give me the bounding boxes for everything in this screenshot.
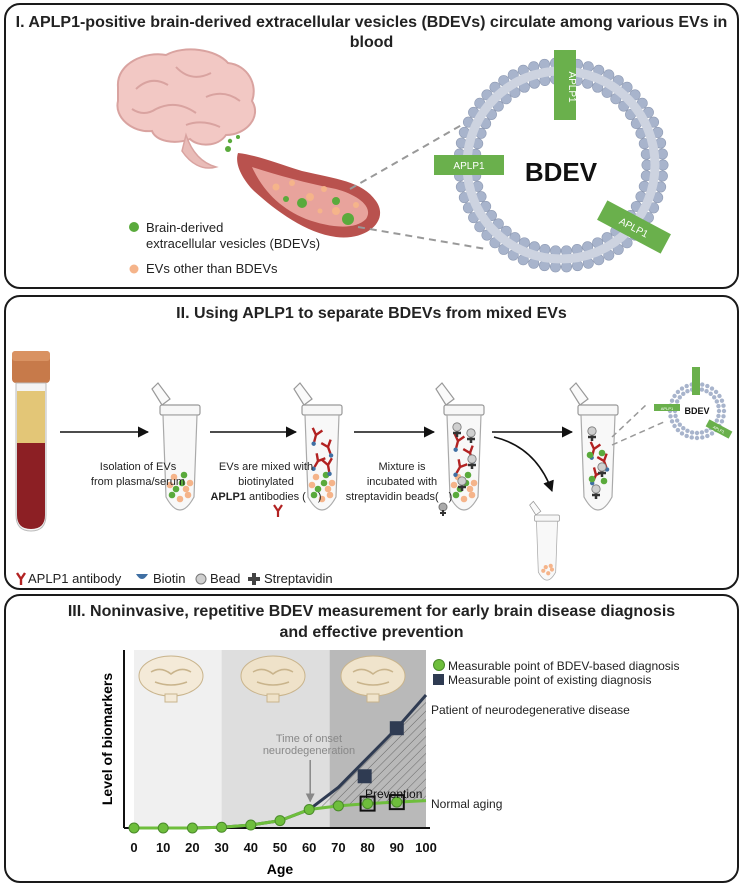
- brain-section-icon-3: [340, 655, 406, 703]
- biomarker-chart: 0 10 20 30 40 50 60 70 80 90 100 Level of biomarke…: [99, 650, 679, 877]
- x-tick-label: 90: [390, 840, 404, 855]
- existing-point: [389, 721, 404, 736]
- bdev-point: [303, 804, 315, 816]
- legend-bdev-line1: Brain-derived: [146, 220, 224, 235]
- antibody-inline-icon: [273, 504, 283, 517]
- aplp1-protein-left: APLP1: [434, 155, 504, 175]
- x-tick-label: 100: [415, 840, 437, 855]
- panel-3-title-line1: III. Noninvasive, repetitive BDEV measur…: [67, 603, 676, 620]
- bdev-point: [391, 796, 403, 808]
- x-tick-label: 80: [360, 840, 374, 855]
- legend-ev-text: EVs other than BDEVs: [146, 261, 278, 276]
- legend-bead-icon: [195, 573, 207, 585]
- tube-evs-beads: [435, 382, 485, 511]
- legend-biotin-icon: [136, 574, 148, 579]
- x-tick-label: 60: [302, 840, 316, 855]
- tube-evs: [151, 382, 201, 511]
- x-axis-label: Age: [267, 861, 294, 877]
- bdev-point: [186, 822, 198, 834]
- tube-captured-bdevs: [569, 382, 619, 511]
- blood-tube-icon: [12, 351, 50, 532]
- bdev-point: [274, 815, 286, 827]
- legend-bdev-dot: [433, 659, 445, 671]
- svg-text:APLP1: APLP1: [453, 161, 485, 172]
- x-tick-label: 40: [244, 840, 258, 855]
- aplp1-small-top: [692, 367, 700, 395]
- blood-vessel-icon: [237, 153, 381, 238]
- legend-streptavidin-label: Streptavidin: [264, 571, 333, 586]
- svg-text:APLP1: APLP1: [712, 424, 726, 435]
- bdev-label: BDEV: [525, 157, 598, 187]
- panel-1-title: I. APLP1-positive brain-derived extracel…: [15, 14, 728, 51]
- legend-existing-square: [433, 674, 444, 685]
- aplp1-small-left: APLP1: [654, 404, 680, 411]
- panel-3-title-line2: and effective prevention: [279, 624, 464, 641]
- tube-supernatant: [529, 500, 560, 581]
- brain-section-icon-2: [240, 655, 306, 703]
- prevention-label: Prevention: [365, 787, 422, 801]
- bdev-point: [362, 798, 374, 810]
- onset-label-line1: Time of onset: [276, 733, 342, 745]
- aplp1-protein-bottom-right: APLP1: [597, 200, 671, 254]
- legend-antibody-label: APLP1 antibody: [28, 571, 122, 586]
- bdev-point: [157, 822, 169, 834]
- patient-label: Patient of neurodegenerative disease: [431, 703, 630, 717]
- x-tick-label: 0: [130, 840, 137, 855]
- onset-label-line2: neurodegeneration: [263, 745, 355, 757]
- legend-existing-label: Measurable point of existing diagnosis: [448, 673, 651, 687]
- x-tick-label: 70: [331, 840, 345, 855]
- x-tick-label: 50: [273, 840, 287, 855]
- x-tick-label: 30: [214, 840, 228, 855]
- aplp1-small-right: APLP1: [705, 419, 733, 439]
- bdev-point: [245, 819, 257, 831]
- panel-3: III. Noninvasive, repetitive BDEV measur…: [4, 594, 739, 883]
- legend-ev-dot: [129, 264, 139, 274]
- tube-evs-antibodies: [293, 382, 343, 511]
- bead-inline-icon: [438, 502, 448, 516]
- panel-2-title: II. Using APLP1 to separate BDEVs from m…: [176, 305, 567, 322]
- existing-point-outline: [359, 795, 376, 812]
- panel-2: II. Using APLP1 to separate BDEVs from m…: [4, 295, 739, 590]
- existing-point: [357, 769, 372, 784]
- aplp1-protein-top: APLP1: [554, 50, 577, 120]
- panel-1-illustration: BDEV APLP1 APLP1 APLP1: [116, 48, 671, 274]
- brain-icon: [116, 48, 256, 169]
- legend-streptavidin-icon: [248, 573, 260, 585]
- svg-text:APLP1: APLP1: [661, 406, 674, 411]
- prevention-hatch-area: [309, 694, 426, 810]
- legend-antibody-icon: [16, 572, 26, 585]
- panel-2-illustration: BDEV APLP1 APLP1: [12, 351, 733, 585]
- legend-biotin-label: Biotin: [153, 571, 186, 586]
- x-tick-label: 10: [156, 840, 170, 855]
- bdev-point: [216, 821, 228, 833]
- existing-point-outline: [388, 794, 405, 811]
- bdev-point: [128, 822, 140, 834]
- y-axis-label: Level of biomarkers: [99, 673, 115, 805]
- normal-aging-label: Normal aging: [431, 797, 502, 811]
- legend-bdev-dot: [129, 222, 139, 232]
- bdev-point: [332, 800, 344, 812]
- legend-bdev-line2: extracellular vesicles (BDEVs): [146, 236, 321, 251]
- panel-1: I. APLP1-positive brain-derived extracel…: [4, 3, 739, 289]
- brain-section-icon-1: [138, 655, 204, 703]
- x-tick-label: 20: [185, 840, 199, 855]
- bdev-small-label: BDEV: [684, 406, 709, 416]
- svg-text:APLP1: APLP1: [566, 71, 577, 103]
- legend-bead-label: Bead: [210, 571, 241, 586]
- legend-bdev-label: Measurable point of BDEV-based diagnosis: [448, 659, 679, 673]
